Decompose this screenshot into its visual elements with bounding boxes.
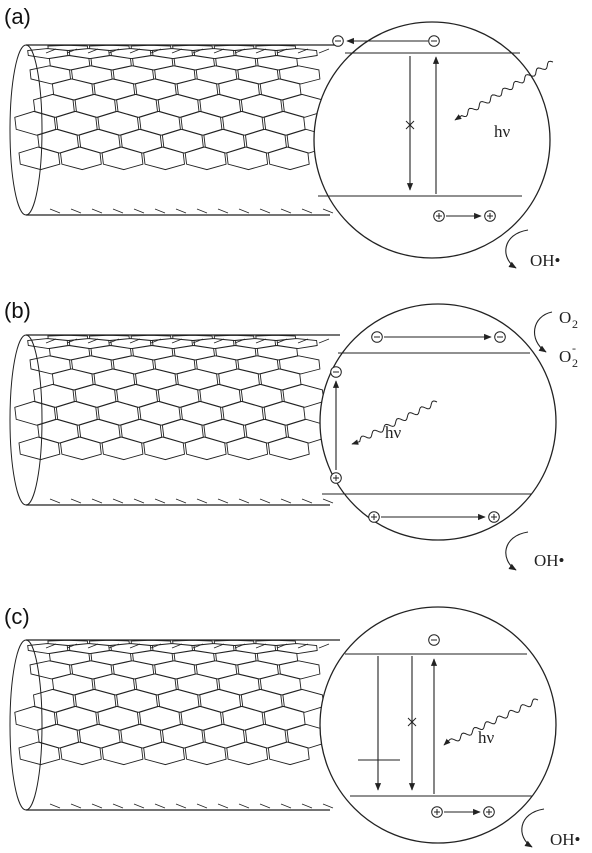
electron-icon	[371, 331, 383, 343]
photon-label: hν	[478, 728, 495, 747]
panel-label: (a)	[4, 4, 31, 29]
curved-reaction-arrow-icon	[533, 311, 553, 353]
edge-bonds	[45, 643, 334, 809]
electron-icon	[494, 331, 506, 343]
oxygen-subscript: 2	[572, 317, 578, 331]
superoxide-label: O	[559, 347, 571, 366]
wavy-photon-icon	[443, 698, 539, 746]
wavy-photon-icon	[351, 400, 438, 445]
hole-icon	[330, 472, 342, 484]
superoxide-subscript: 2	[572, 356, 578, 370]
magnified-circle	[313, 21, 551, 259]
hole-icon	[431, 806, 443, 818]
hole-icon	[433, 210, 445, 222]
panel-label: (c)	[4, 604, 30, 629]
carbon-nanotube	[9, 44, 340, 216]
cross-mark-icon	[405, 120, 415, 130]
hexagon-lattice	[14, 334, 329, 461]
hydroxyl-radical-label: OH•	[534, 551, 565, 570]
carbon-nanotube	[9, 334, 340, 506]
oxygen-label: O	[559, 308, 571, 327]
carbon-nanotube	[9, 639, 340, 811]
superoxide-charge: -	[572, 341, 576, 355]
hole-icon	[483, 806, 495, 818]
hexagon-lattice	[14, 44, 329, 171]
hydroxyl-radical-label: OH•	[530, 251, 561, 270]
cross-mark-icon	[407, 717, 417, 727]
hole-icon	[484, 210, 496, 222]
edge-bonds	[45, 338, 334, 504]
hole-icon	[488, 511, 500, 523]
photon-label: hν	[385, 423, 402, 442]
curved-reaction-arrow-icon	[505, 531, 529, 571]
electron-icon	[332, 35, 344, 47]
electron-icon	[428, 634, 440, 646]
photon-label: hν	[494, 122, 511, 141]
curved-reaction-arrow-icon	[505, 229, 529, 269]
electron-icon	[428, 35, 440, 47]
wavy-photon-icon	[454, 60, 554, 121]
edge-bonds	[45, 48, 334, 214]
hole-icon	[368, 511, 380, 523]
magnified-circle	[319, 303, 557, 541]
electron-icon	[330, 366, 342, 378]
panel-label: (b)	[4, 298, 31, 323]
hexagon-lattice	[14, 639, 329, 766]
hydroxyl-radical-label: OH•	[550, 830, 581, 849]
curved-reaction-arrow-icon	[521, 808, 545, 848]
